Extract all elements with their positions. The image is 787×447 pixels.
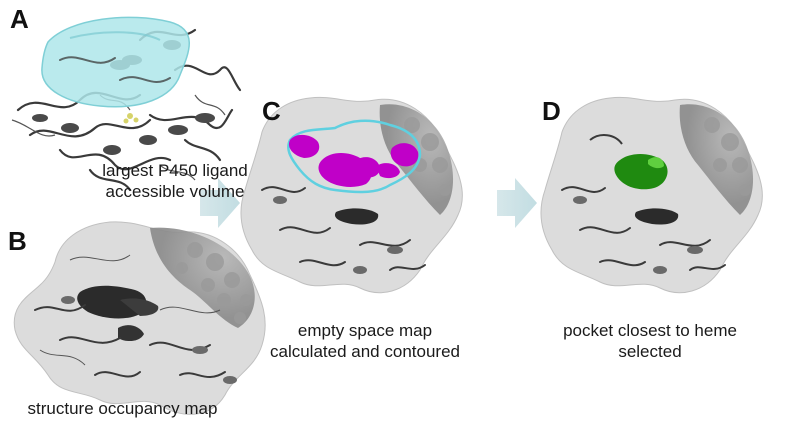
panel-b-structure bbox=[13, 221, 266, 415]
panel-d-caption: pocket closest to heme selected bbox=[555, 320, 745, 362]
panel-d-caption-line-1: pocket closest to heme bbox=[563, 321, 737, 340]
panel-a-structure bbox=[11, 16, 242, 192]
panel-c-caption: empty space map calculated and contoured bbox=[270, 320, 460, 362]
arrow-c-to-d bbox=[497, 178, 537, 228]
panel-c-caption-line-2: calculated and contoured bbox=[270, 342, 460, 361]
panel-d-structure bbox=[540, 96, 763, 294]
panel-label-b: B bbox=[8, 226, 27, 256]
panel-c-caption-line-1: empty space map bbox=[297, 321, 433, 340]
panel-a-caption-line-2: accessible volume bbox=[105, 182, 245, 201]
arrow-a-to-c bbox=[200, 178, 240, 228]
panel-label-d: D bbox=[542, 96, 561, 126]
panel-a-caption: largest P450 ligand accessible volume bbox=[95, 160, 255, 202]
panel-label-c: C bbox=[262, 96, 281, 126]
panel-a-caption-line-1: largest P450 ligand bbox=[102, 161, 248, 180]
panel-c-structure bbox=[240, 96, 463, 294]
panel-b-caption: structure occupancy map bbox=[10, 398, 235, 419]
panel-b-caption-line-1: structure occupancy map bbox=[27, 399, 218, 418]
panel-d-caption-line-2: selected bbox=[618, 342, 682, 361]
panel-label-a: A bbox=[10, 4, 29, 34]
